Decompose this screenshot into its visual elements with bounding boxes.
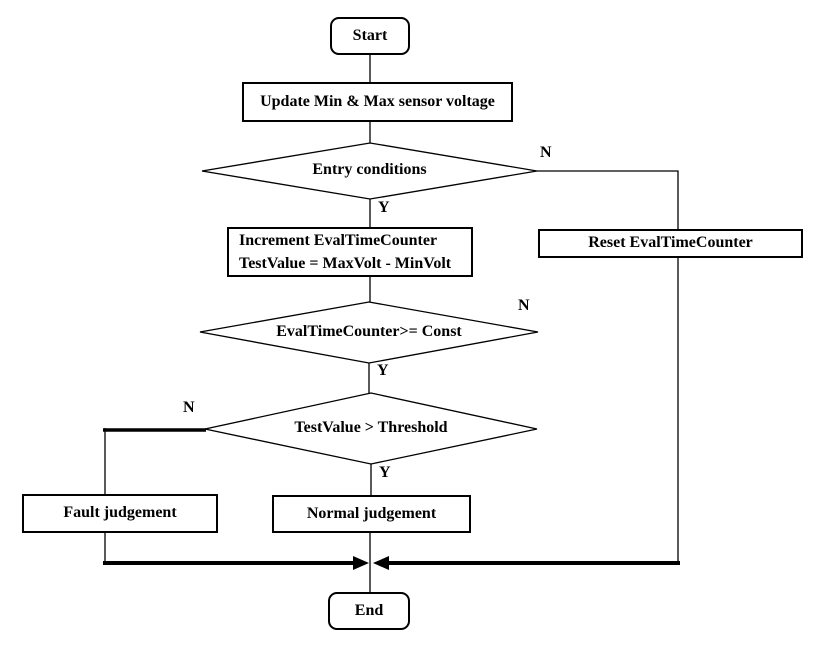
decision-entry-conditions-label: Entry conditions — [312, 161, 427, 178]
decision-testvalue-shape — [204, 392, 538, 465]
fault-judgement-node: Fault judgement — [22, 494, 218, 533]
start-label: Start — [352, 26, 388, 44]
increment-counter-line1: Increment EvalTimeCounter — [239, 232, 438, 249]
end-node: End — [328, 592, 410, 630]
merge-arrow-right-icon — [353, 556, 369, 570]
reset-counter-node: Reset EvalTimeCounter — [538, 229, 803, 258]
decision-evaltimecounter-shape — [199, 301, 539, 364]
start-node: Start — [330, 17, 410, 55]
branch-label-eval-no: N — [518, 297, 530, 314]
normal-judgement-node: Normal judgement — [272, 495, 471, 533]
branch-label-test-yes: Y — [379, 464, 391, 481]
branch-label-eval-yes: Y — [377, 362, 389, 379]
merge-arrow-left-icon — [373, 556, 389, 570]
branch-label-entry-yes: Y — [378, 199, 390, 216]
update-voltage-label: Update Min & Max sensor voltage — [260, 92, 495, 110]
increment-counter-node: Increment EvalTimeCounter TestValue = Ma… — [227, 227, 473, 277]
increment-counter-line2: TestValue = MaxVolt - MinVolt — [239, 255, 452, 272]
decision-entry-conditions-shape — [201, 142, 538, 200]
branch-label-test-no: N — [183, 399, 195, 416]
end-label: End — [354, 601, 384, 619]
normal-judgement-label: Normal judgement — [306, 504, 437, 522]
reset-counter-label: Reset EvalTimeCounter — [588, 234, 753, 252]
branch-label-entry-no: N — [540, 144, 552, 161]
fault-judgement-label: Fault judgement — [63, 504, 177, 522]
decision-evaltimecounter-label: EvalTimeCounter>= Const — [276, 323, 462, 340]
connector-entry-no-reset — [537, 170, 679, 229]
decision-testvalue-label: TestValue > Threshold — [294, 419, 448, 436]
update-voltage-node: Update Min & Max sensor voltage — [242, 82, 513, 122]
